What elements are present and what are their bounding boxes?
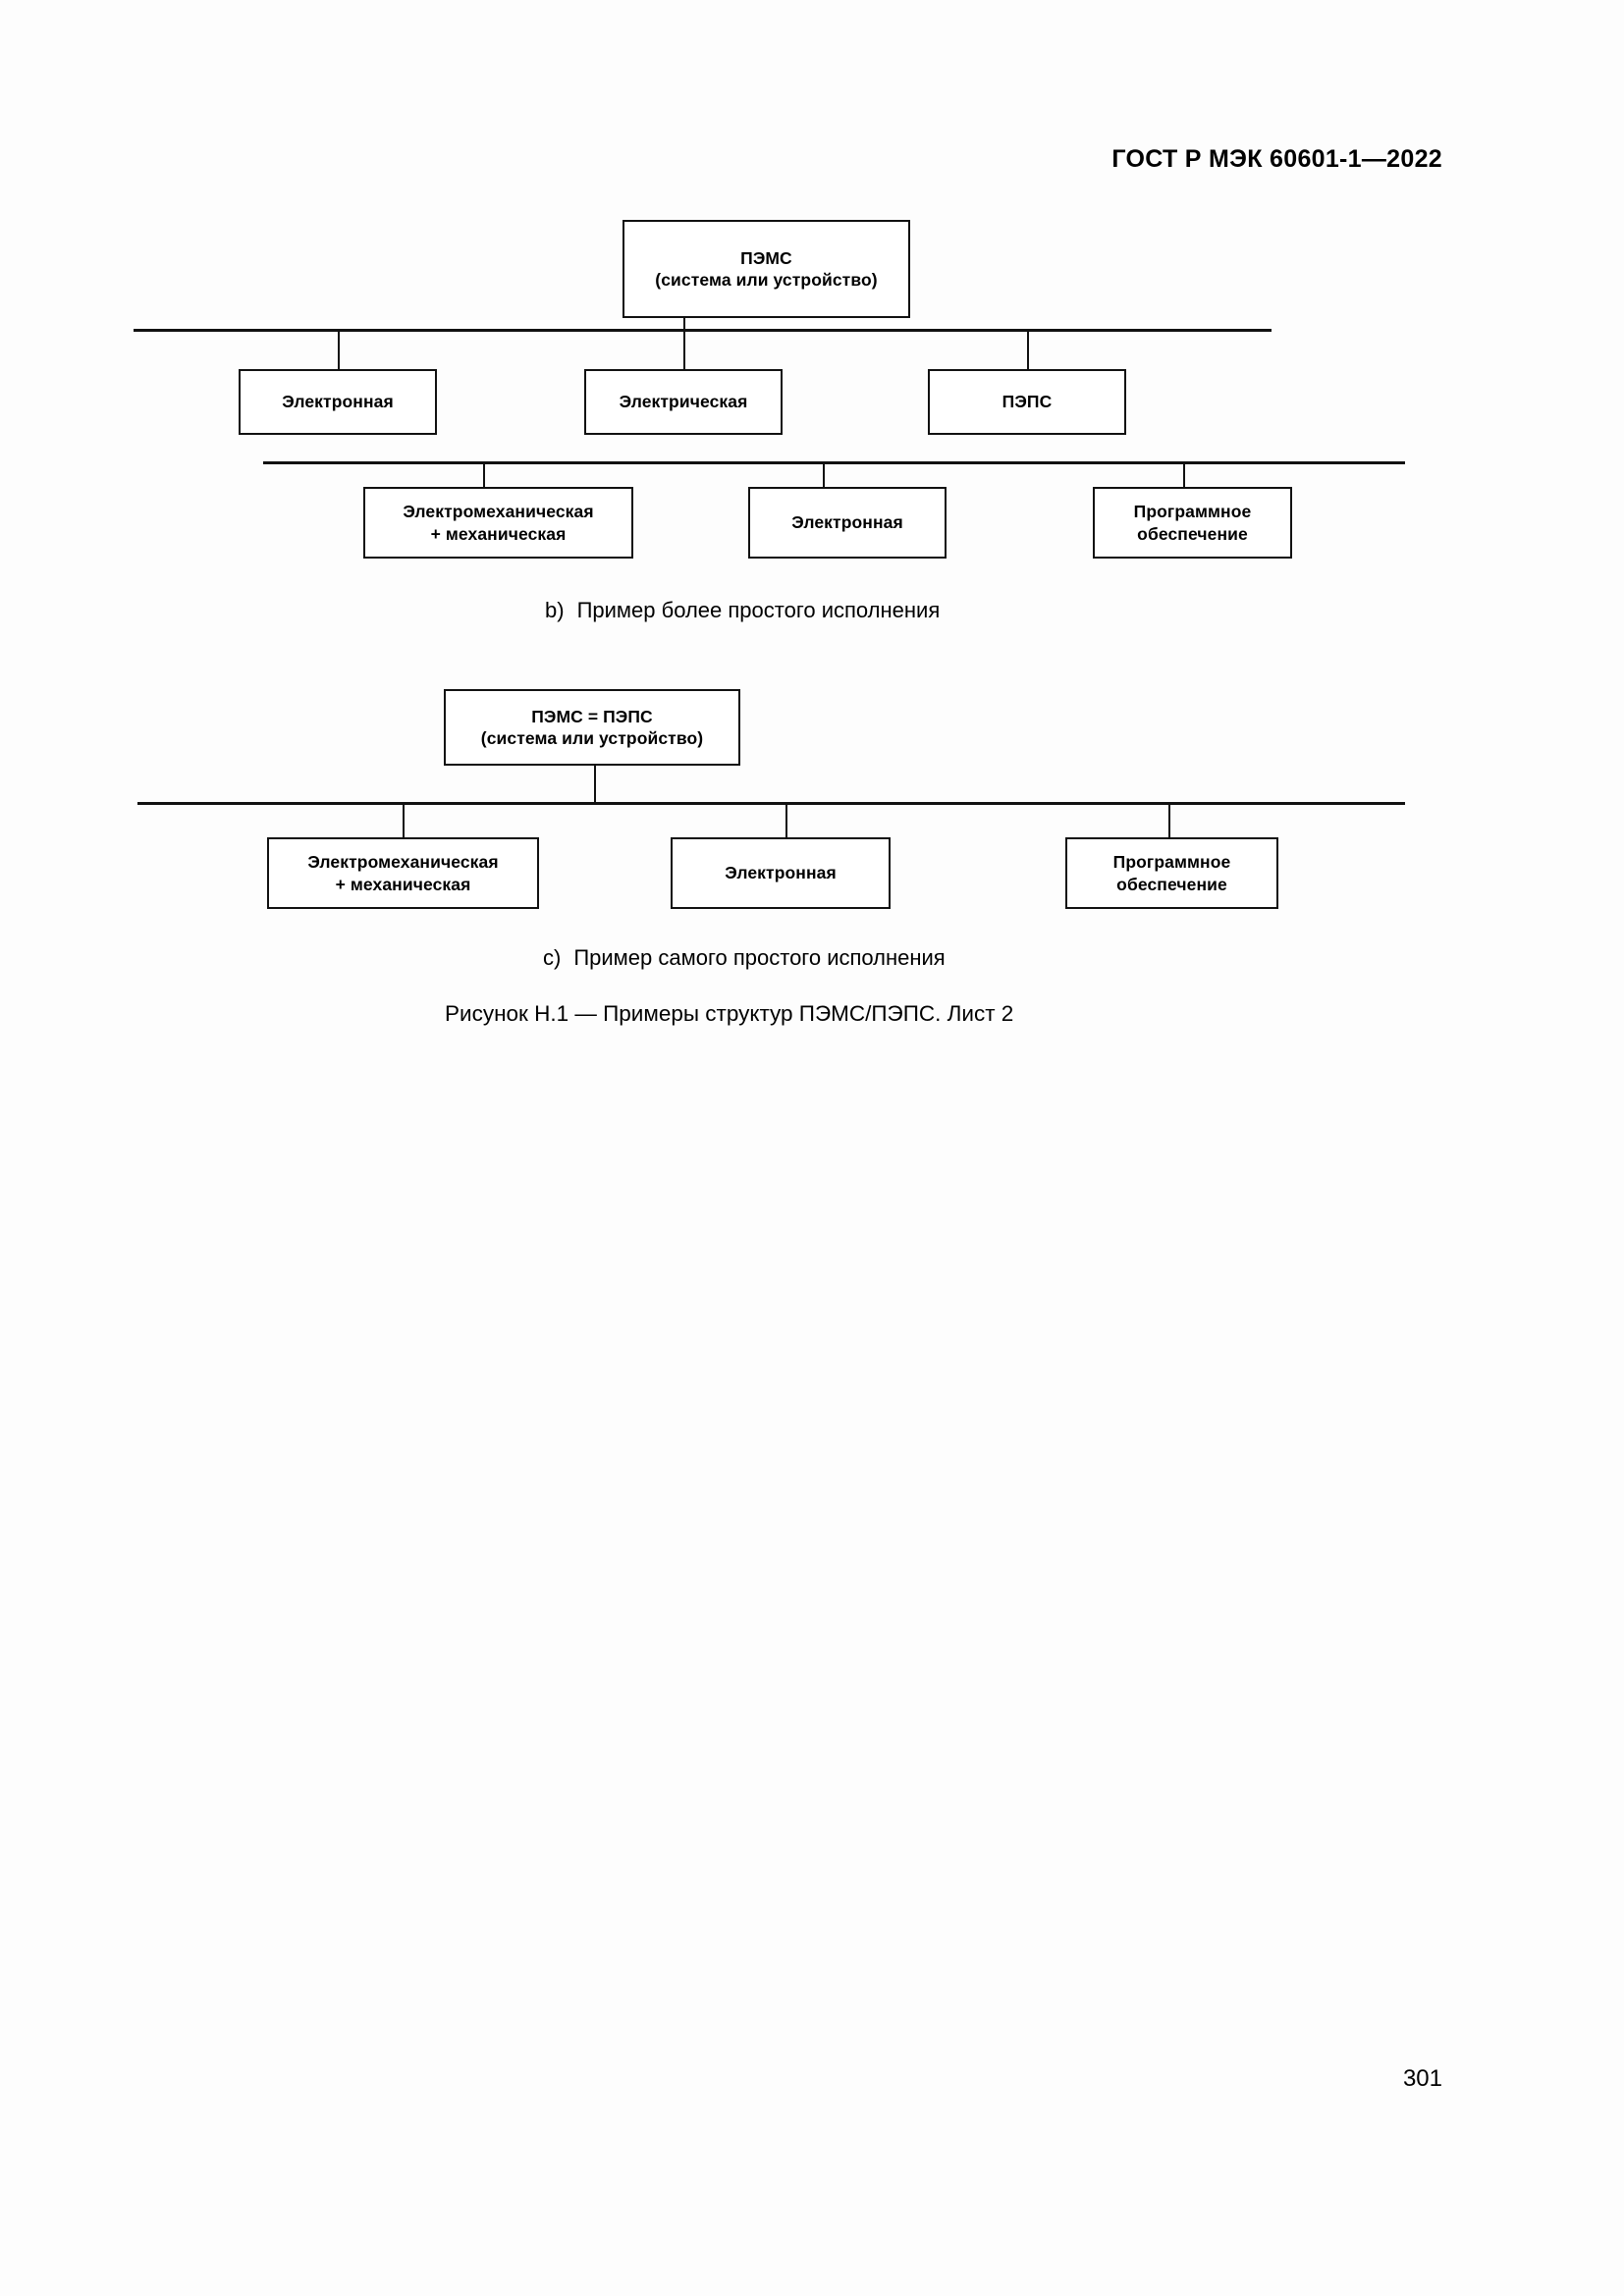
caption-diagram-c: c) Пример самого простого исполнения <box>543 945 946 971</box>
node-c-l1-0-line1: Электромеханическая <box>307 852 499 873</box>
node-b-l1-2-line1: ПЭПС <box>1001 392 1053 412</box>
node-c-l1-2: Программное обеспечение <box>1065 837 1278 909</box>
node-b-l1-0-line1: Электронная <box>282 392 394 412</box>
connector-b-drop-1a <box>338 329 340 400</box>
node-b-l2-0: Электромеханическая + механическая <box>363 487 633 559</box>
connector-b-drop-2a <box>483 461 485 487</box>
connector-b-drop-2c <box>1183 461 1185 487</box>
connector-b-bus-2 <box>263 461 1405 464</box>
caption-b-text: Пример более простого исполнения <box>576 598 941 622</box>
caption-diagram-b: b) Пример более простого исполнения <box>545 598 940 623</box>
node-b-l2-2-line2: обеспечение <box>1137 523 1248 544</box>
node-b-l2-0-line1: Электромеханическая <box>403 502 594 522</box>
node-b-l1-1-line1: Электрическая <box>619 392 748 412</box>
node-c-l1-0-line2: + механическая <box>335 874 471 894</box>
connector-b-drop-2b <box>823 461 825 487</box>
connector-b-root-drop <box>683 318 685 329</box>
caption-b-marker: b) <box>545 598 565 622</box>
node-c-l1-2-line2: обеспечение <box>1116 874 1227 894</box>
connector-b-bus-1 <box>134 329 1272 332</box>
connector-c-root-drop <box>594 766 596 802</box>
node-c-l1-0: Электромеханическая + механическая <box>267 837 539 909</box>
node-b-l2-2: Программное обеспечение <box>1093 487 1292 559</box>
figure-caption: Рисунок Н.1 — Примеры структур ПЭМС/ПЭПС… <box>445 1001 1014 1026</box>
page-number: 301 <box>1402 2065 1442 2092</box>
connector-c-drop-c <box>1168 802 1170 837</box>
node-c-root: ПЭМС = ПЭПС (система или устройство) <box>444 689 740 766</box>
node-b-l2-1: Электронная <box>748 487 947 559</box>
node-b-l1-0: Электронная <box>239 369 437 435</box>
standard-header: ГОСТ Р МЭК 60601-1—2022 <box>1111 145 1442 173</box>
node-b-l2-2-line1: Программное <box>1133 502 1252 522</box>
connector-c-drop-b <box>785 802 787 837</box>
connector-b-drop-1c <box>1027 329 1029 400</box>
node-b-l2-0-line2: + механическая <box>430 523 567 544</box>
node-b-l2-1-line1: Электронная <box>791 512 903 533</box>
node-b-root-line1: ПЭМС <box>740 247 792 268</box>
node-c-l1-1: Электронная <box>671 837 891 909</box>
node-b-l1-2: ПЭПС <box>928 369 1126 435</box>
node-b-root-line2: (система или устройство) <box>655 270 878 290</box>
node-c-root-line2: (система или устройство) <box>480 728 704 748</box>
node-b-root: ПЭМС (система или устройство) <box>623 220 910 318</box>
node-c-root-line1: ПЭМС = ПЭПС <box>531 706 653 726</box>
connector-c-bus <box>137 802 1405 805</box>
node-b-l1-1: Электрическая <box>584 369 783 435</box>
caption-c-marker: c) <box>543 945 562 970</box>
connector-c-drop-a <box>403 802 405 837</box>
node-c-l1-2-line1: Программное <box>1112 852 1231 873</box>
caption-c-text: Пример самого простого исполнения <box>573 945 946 970</box>
connector-b-drop-1b <box>683 329 685 400</box>
node-c-l1-1-line1: Электронная <box>725 863 837 883</box>
